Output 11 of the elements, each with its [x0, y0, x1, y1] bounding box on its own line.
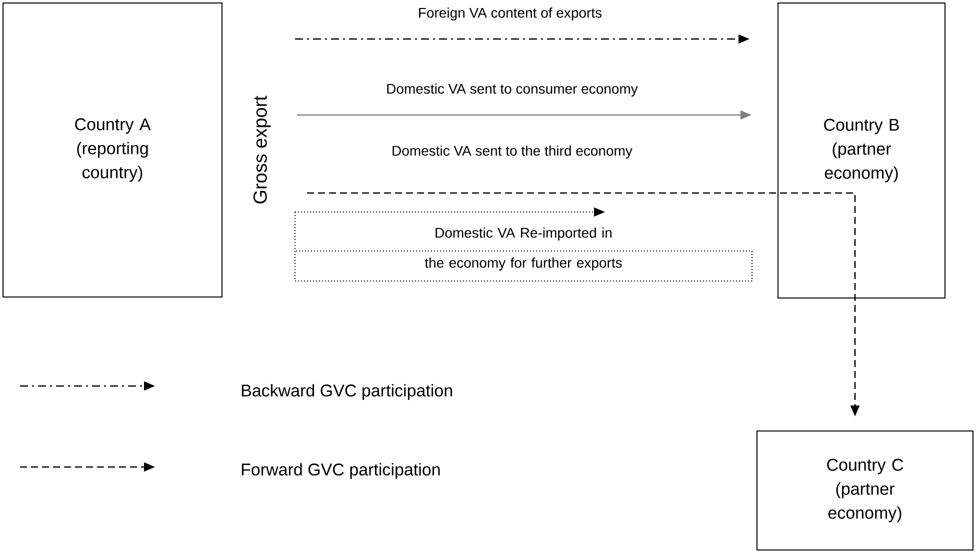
edge-label: Domestic VA sent to the third economy — [392, 145, 632, 159]
legend-text: Backward GVC participation — [242, 384, 452, 400]
dotted-box: Domestic VA Re-imported in the economy for further exports — [294, 207, 752, 282]
country-box: Country B (partner economy) — [778, 2, 946, 298]
node-label: Domestic VA Re-imported in the economy for further exports — [424, 227, 622, 271]
axis-label: Gross export — [253, 96, 271, 204]
edge-label: Domestic VA sent to consumer economy — [387, 83, 638, 97]
edge-label: Foreign VA content of exports — [419, 7, 602, 21]
legend-text: Forward GVC participation — [242, 463, 440, 479]
country-box: Country A (reporting country) — [2, 2, 222, 298]
country-box: Country C (partner economy) — [756, 430, 974, 550]
